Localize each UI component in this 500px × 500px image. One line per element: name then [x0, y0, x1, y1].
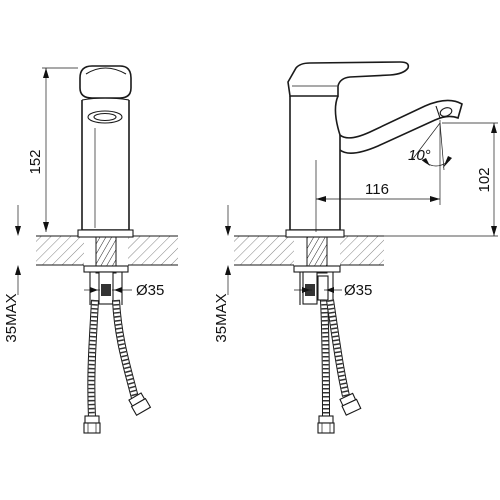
dim-label-152: 152	[27, 149, 44, 174]
dimension-diameter-front: Ø35	[84, 282, 164, 299]
dim-label-35max: 35MAX	[3, 293, 20, 342]
front-view: 152 35MAX Ø35	[3, 65, 178, 434]
dimension-angle: 10°	[408, 122, 452, 171]
hoses-front	[83, 299, 152, 434]
faucet-body-side	[285, 61, 463, 238]
dim-label-diameter-side: Ø35	[344, 282, 372, 299]
dim-label-angle: 10°	[408, 147, 431, 164]
dimension-thickness-side: 35MAX	[213, 205, 231, 343]
dim-label-diameter: Ø35	[136, 282, 164, 299]
dimension-diameter-side: Ø35	[294, 282, 372, 299]
dimension-thickness-front: 35MAX	[3, 205, 21, 343]
dimension-reach: 116	[315, 120, 441, 232]
mounting-stud-front	[83, 236, 129, 305]
dim-label-116: 116	[365, 181, 389, 198]
dim-label-35max-side: 35MAX	[213, 293, 230, 342]
side-view: 116 102 10° 35MAX	[213, 61, 498, 434]
hoses-side	[317, 299, 362, 434]
dimension-height-side: 102	[384, 122, 498, 237]
dim-label-102: 102	[476, 167, 493, 192]
dimension-height-front: 152	[27, 67, 78, 232]
faucet-body-front	[77, 65, 134, 238]
